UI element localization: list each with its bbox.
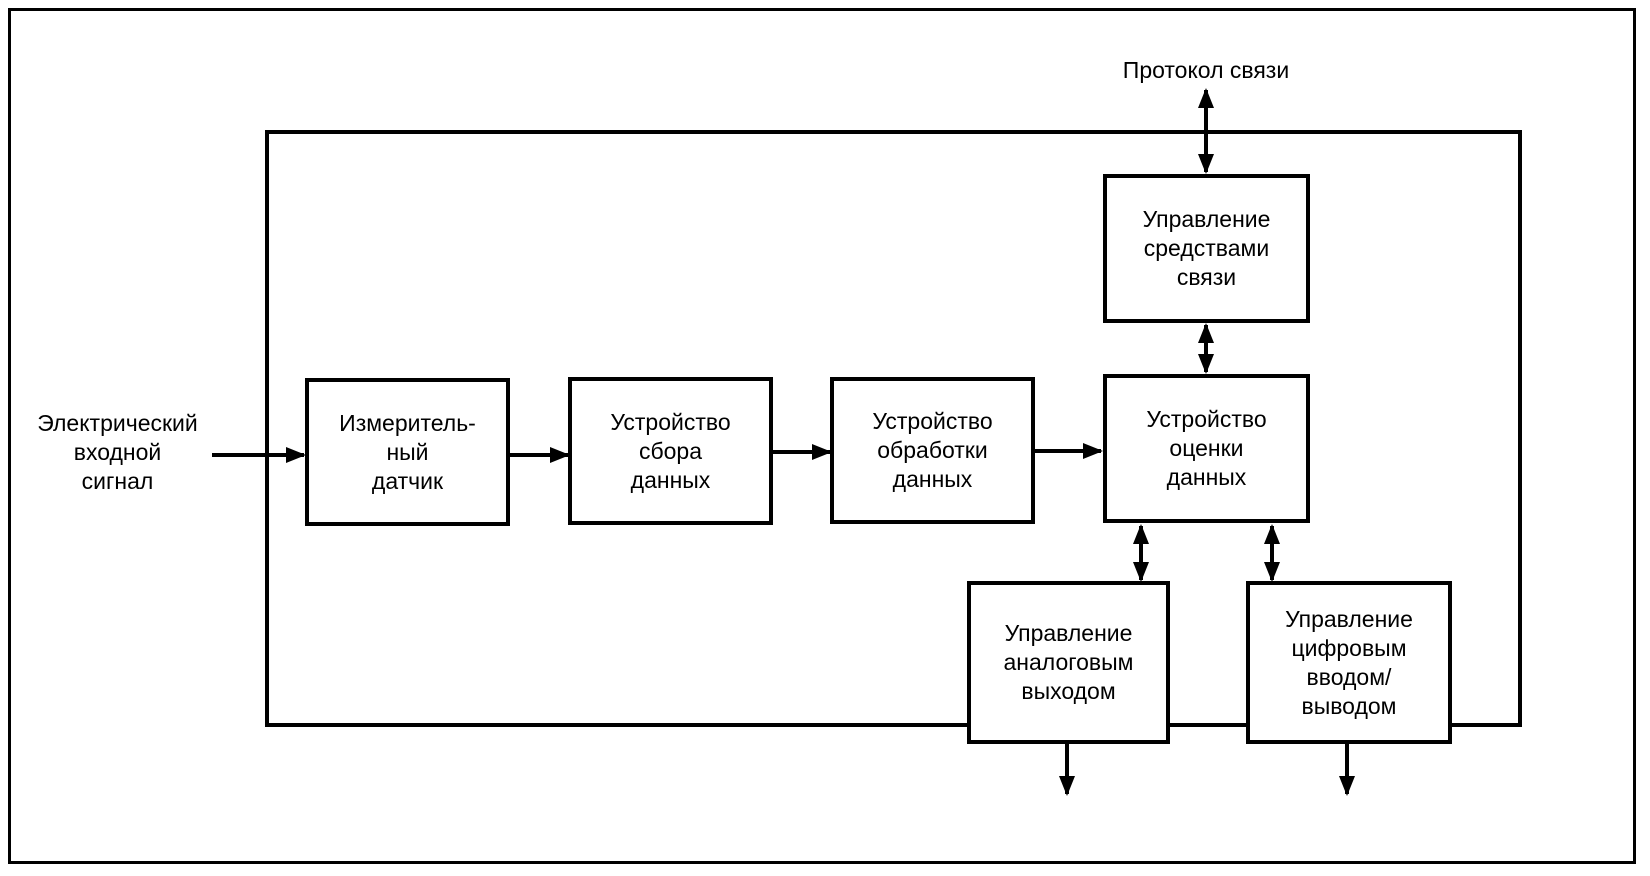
input-signal-label: Электрический входной сигнал — [37, 410, 198, 494]
processing-block: Устройство обработки данных — [830, 377, 1035, 524]
page-frame — [8, 8, 1636, 864]
digital-io-block-label: Управление цифровым вводом/ выводом — [1285, 605, 1413, 719]
processing-block-label: Устройство обработки данных — [872, 408, 993, 492]
analog-output-block-label: Управление аналоговым выходом — [1003, 620, 1134, 704]
comm-control-block-label: Управление средствами связи — [1142, 206, 1271, 290]
analog-output-block: Управление аналоговым выходом — [967, 581, 1170, 744]
evaluation-block: Устройство оценки данных — [1103, 374, 1310, 523]
sensor-block: Измеритель- ный датчик — [305, 378, 510, 526]
acquisition-block: Устройство сбора данных — [568, 377, 773, 525]
evaluation-block-label: Устройство оценки данных — [1146, 406, 1267, 490]
device-outline — [265, 130, 1522, 727]
protocol-label: Протокол связи — [1122, 57, 1290, 83]
acquisition-block-label: Устройство сбора данных — [610, 408, 731, 493]
comm-control-block: Управление средствами связи — [1103, 174, 1310, 323]
sensor-block-label: Измеритель- ный датчик — [339, 409, 476, 494]
digital-io-block: Управление цифровым вводом/ выводом — [1246, 581, 1452, 744]
